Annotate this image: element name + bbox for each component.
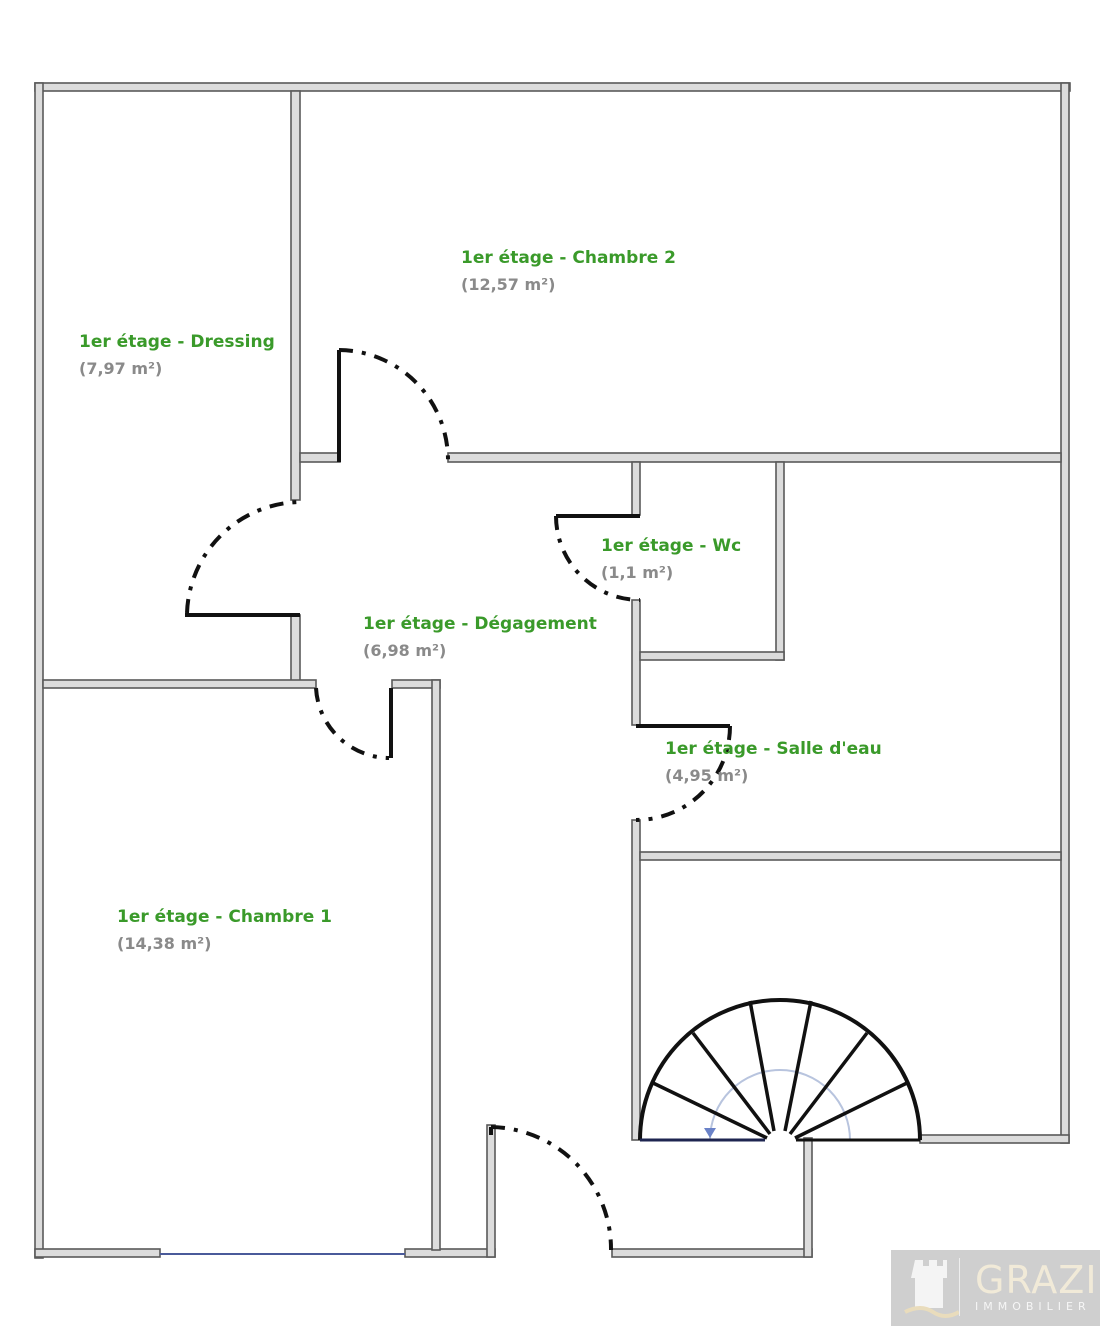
room-name: 1er étage - Dressing xyxy=(79,332,275,352)
room-name: 1er étage - Chambre 2 xyxy=(461,248,676,268)
room-area: (1,1 m²) xyxy=(601,563,673,582)
room-area: (7,97 m²) xyxy=(79,359,162,378)
doors xyxy=(185,348,732,1251)
room-name: 1er étage - Salle d'eau xyxy=(665,739,882,759)
door-chambre-2 xyxy=(337,348,450,462)
door-wc xyxy=(554,514,641,602)
room-area: (6,98 m²) xyxy=(363,641,446,660)
room-labels: 1er étage - Chambre 2 (12,57 m²) 1er éta… xyxy=(79,248,882,953)
logo-brand: GRAZI xyxy=(975,1258,1098,1302)
door-chambre-1 xyxy=(314,687,393,760)
room-name: 1er étage - Wc xyxy=(601,536,741,556)
brand-logo: GRAZI IMMOBILIER xyxy=(891,1250,1100,1326)
room-area: (4,95 m²) xyxy=(665,766,748,785)
room-name: 1er étage - Chambre 1 xyxy=(117,907,332,927)
walls xyxy=(34,82,1071,1259)
spiral-staircase xyxy=(638,998,922,1142)
tower-icon xyxy=(904,1260,960,1318)
room-name: 1er étage - Dégagement xyxy=(363,614,597,634)
door-salle-d-eau xyxy=(635,724,732,822)
room-area: (14,38 m²) xyxy=(117,934,211,953)
room-area: (12,57 m²) xyxy=(461,275,555,294)
door-dressing xyxy=(185,500,300,617)
arrow-down-icon xyxy=(704,1128,716,1138)
logo-divider xyxy=(959,1258,960,1316)
door-stairs xyxy=(489,1125,614,1251)
logo-subtitle: IMMOBILIER xyxy=(975,1300,1091,1313)
